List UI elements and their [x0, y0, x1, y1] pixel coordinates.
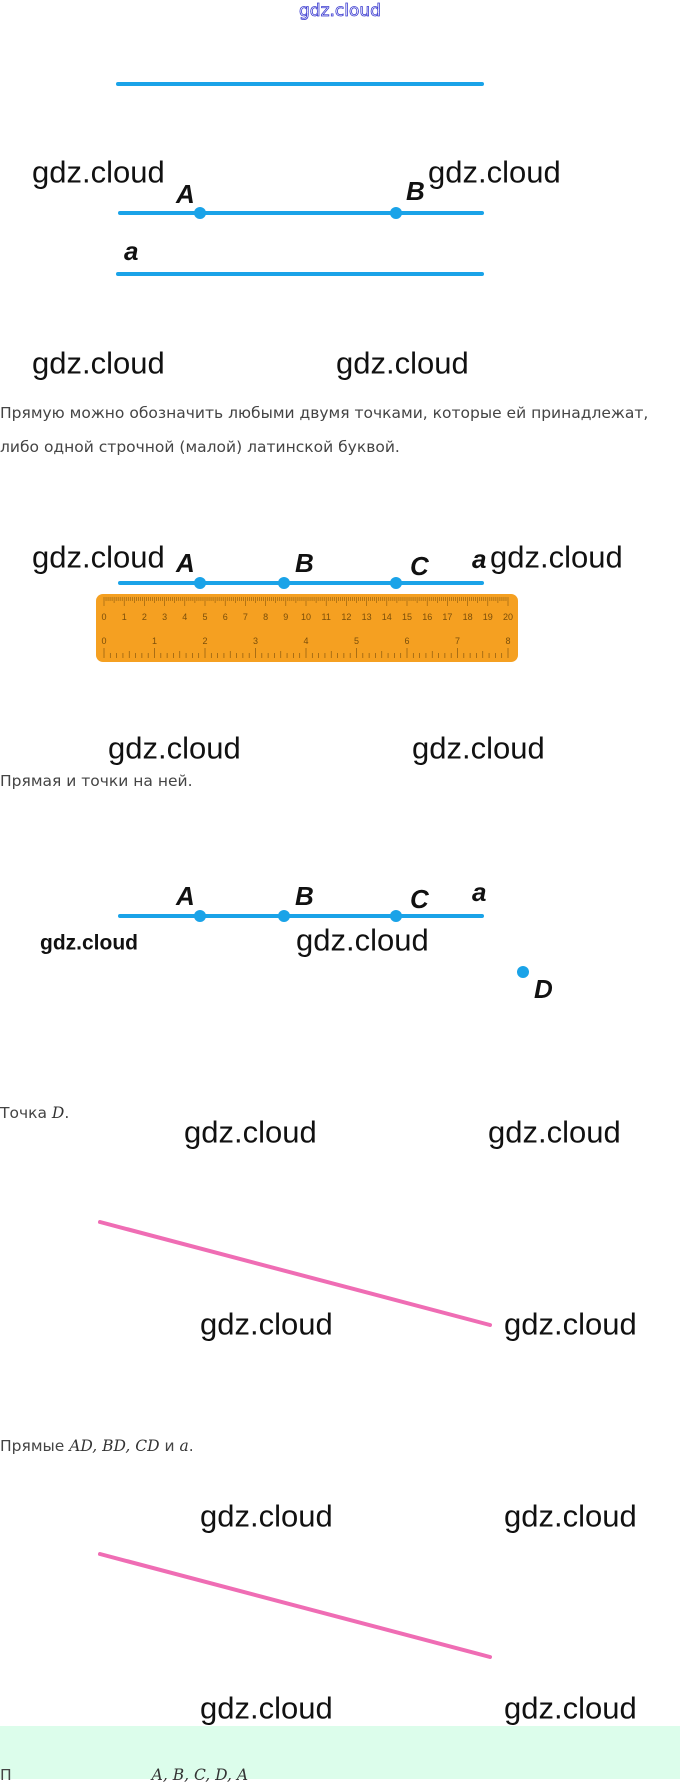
ruler-label-cm: 1 — [122, 612, 127, 622]
ruler-label-cm: 17 — [442, 612, 452, 622]
point-a — [194, 910, 206, 922]
caption-math: a — [179, 1437, 189, 1455]
note-prefix: П — [0, 1766, 12, 1784]
watermark: gdz.cloud — [412, 730, 545, 766]
caption-text: . — [188, 1437, 194, 1455]
ruler-label-inch: 3 — [253, 636, 258, 646]
caption-text: . — [64, 1104, 70, 1122]
ruler-label-inch: 5 — [354, 636, 359, 646]
ruler-label-inch: 6 — [404, 636, 409, 646]
point-a — [194, 577, 206, 589]
label-line-a: a — [472, 877, 486, 907]
note-math: A, B, C, D, A — [151, 1766, 249, 1784]
ruler-label-inch: 0 — [101, 636, 106, 646]
ruler-label-cm: 16 — [422, 612, 432, 622]
ruler-label-inch: 1 — [152, 636, 157, 646]
watermark: gdz.cloud — [200, 1690, 333, 1726]
caption-text: Точка — [0, 1104, 52, 1122]
ruler-label-inch: 2 — [202, 636, 207, 646]
watermark: gdz.cloud — [32, 154, 165, 190]
ruler-label-cm: 10 — [301, 612, 311, 622]
ruler-label-inch: 8 — [505, 636, 510, 646]
label-b: B — [406, 176, 425, 206]
ruler-label-cm: 9 — [283, 612, 288, 622]
note-text: П A, B, C, D, A — [0, 1766, 248, 1784]
figure-lines-ab: A B a — [116, 82, 484, 276]
label-a: A — [175, 548, 195, 578]
ruler-label-cm: 5 — [202, 612, 207, 622]
ruler-label-cm: 8 — [263, 612, 268, 622]
watermark: gdz.cloud — [336, 345, 469, 381]
ruler-label-cm: 3 — [162, 612, 167, 622]
caption-text: и — [159, 1437, 180, 1455]
watermark: gdz.cloud — [32, 539, 165, 575]
watermark: gdz.cloud — [200, 1306, 333, 1342]
watermark: gdz.cloud — [488, 1114, 621, 1150]
caption-text: Прямые — [0, 1437, 70, 1455]
label-c: C — [410, 884, 430, 914]
ruler-label-cm: 11 — [322, 612, 331, 622]
ruler — [96, 594, 518, 662]
ruler-label-cm: 12 — [341, 612, 351, 622]
label-c: C — [410, 551, 430, 581]
point-d — [517, 966, 529, 978]
ruler-label-inch: 7 — [455, 636, 460, 646]
caption-point-d: Точка D. — [0, 1104, 69, 1122]
watermark: gdz.cloud — [184, 1114, 317, 1150]
watermark: gdz.cloud — [490, 539, 623, 575]
paragraph-line1: Прямую можно обозначить любыми двумя точ… — [0, 404, 649, 422]
figure-point-d: A B C a D — [118, 877, 553, 1004]
ruler-label-inch: 4 — [303, 636, 308, 646]
point-c — [390, 910, 402, 922]
watermark: gdz.cloud — [504, 1306, 637, 1342]
ruler-label-cm: 4 — [182, 612, 187, 622]
point-b — [278, 910, 290, 922]
watermark: gdz.cloud — [40, 931, 138, 955]
ruler-label-cm: 0 — [101, 612, 106, 622]
caption-math: AD, BD, CD — [69, 1437, 160, 1455]
watermark: gdz.cloud — [108, 730, 241, 766]
ruler-label-cm: 19 — [483, 612, 493, 622]
watermark: gdz.cloud — [296, 922, 429, 958]
label-line-a: a — [124, 236, 138, 266]
watermark: gdz.cloud — [504, 1690, 637, 1726]
point-a — [194, 207, 206, 219]
label-a: A — [175, 881, 195, 911]
line-ad: A B C a D — [98, 1552, 492, 1659]
ruler-label-cm: 18 — [463, 612, 473, 622]
watermark: gdz.cloud — [504, 1498, 637, 1534]
caption-lines: Прямые AD, BD, CD и a. — [0, 1437, 194, 1455]
watermark: gdz.cloud — [32, 345, 165, 381]
ruler-label-cm: 2 — [142, 612, 147, 622]
label-b: B — [295, 881, 314, 911]
point-c — [390, 577, 402, 589]
ruler-label-cm: 6 — [223, 612, 228, 622]
label-line-a: a — [472, 544, 486, 574]
figure-lines-ad-bd-cd-repeat: A B C a D — [98, 1552, 492, 1659]
site-watermark: gdz.cloud — [299, 1, 382, 22]
point-b — [278, 577, 290, 589]
watermark: gdz.cloud — [200, 1498, 333, 1534]
figure-lines-ad-bd-cd: A B C a D — [98, 1220, 492, 1327]
point-b — [390, 207, 402, 219]
label-a: A — [175, 179, 195, 209]
ruler-label-cm: 15 — [402, 612, 412, 622]
ruler-label-cm: 13 — [362, 612, 372, 622]
label-b: B — [295, 548, 314, 578]
watermark: gdz.cloud — [428, 154, 561, 190]
note-box: П A, B, C, D, A — [0, 1726, 680, 1784]
caption-math: D — [51, 1104, 65, 1122]
ruler-label-cm: 20 — [503, 612, 513, 622]
caption-line-points: Прямая и точки на ней. — [0, 772, 193, 790]
ruler-label-cm: 7 — [243, 612, 248, 622]
line-ad: A B C a D — [98, 1220, 492, 1327]
label-d: D — [534, 974, 553, 1004]
paragraph-line2: либо одной строчной (малой) латинской бу… — [0, 438, 400, 456]
ruler-label-cm: 14 — [382, 612, 392, 622]
